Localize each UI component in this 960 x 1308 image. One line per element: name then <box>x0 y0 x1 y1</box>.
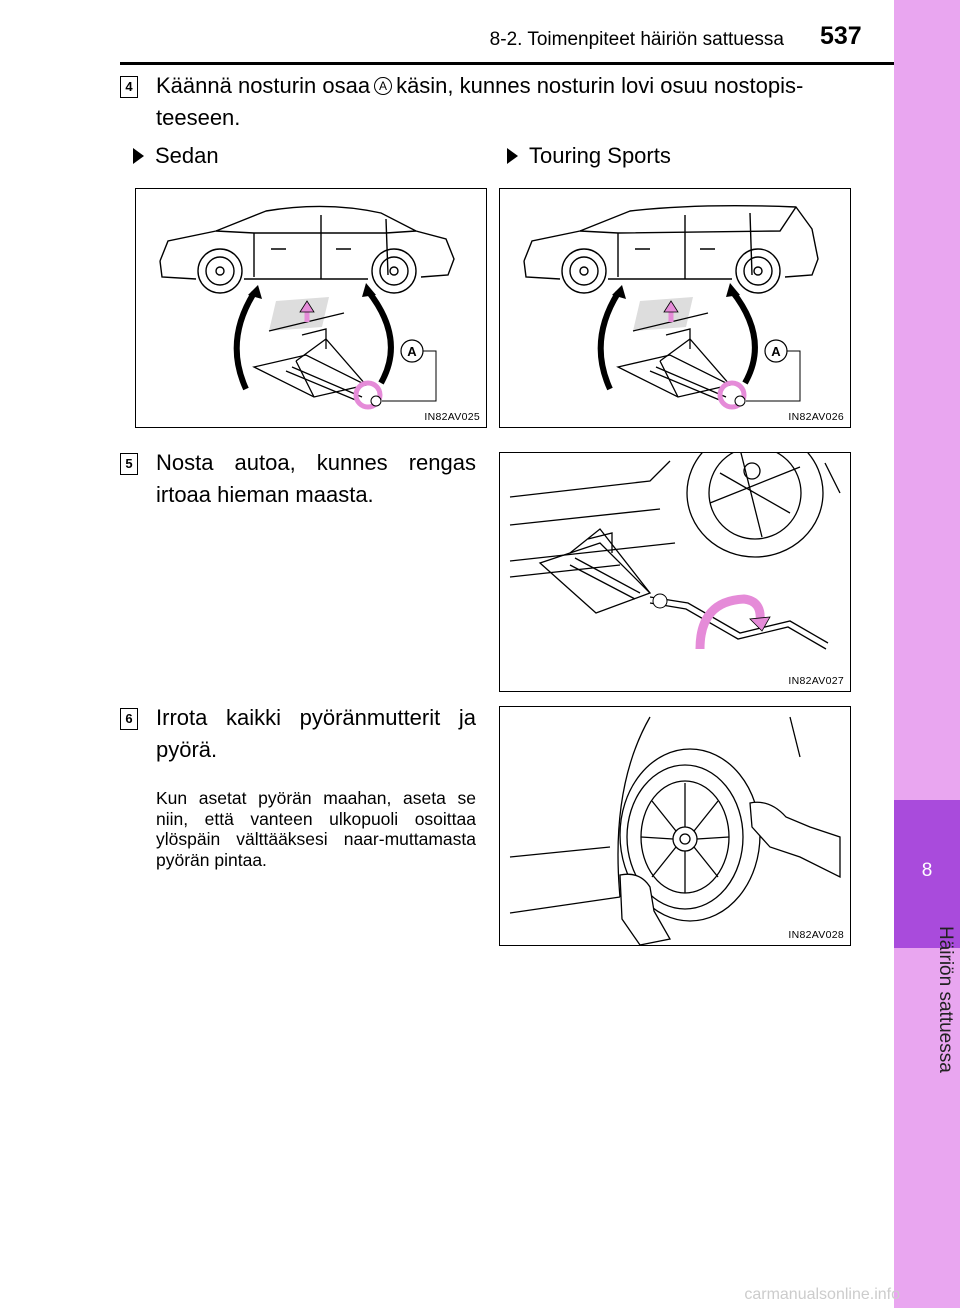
step-number-6: 6 <box>120 708 138 730</box>
figure-sedan-jack: A IN82AV025 <box>135 188 487 428</box>
step-number-4: 4 <box>120 76 138 98</box>
lift-car-illustration <box>509 453 841 650</box>
callout-a: A <box>771 344 781 359</box>
step-5-text: Nosta autoa, kunnes rengas irtoaa hieman… <box>156 450 476 507</box>
step-6-text: Irrota kaikki pyöränmutterit ja pyörä. <box>156 705 476 762</box>
section-title: 8-2. Toimenpiteet häiriön sattuessa <box>489 29 784 50</box>
chapter-title: Häiriön sattuessa <box>935 926 956 1073</box>
figure-code: IN82AV025 <box>424 411 480 423</box>
page-number: 537 <box>820 22 862 50</box>
chapter-sidebar <box>894 0 960 1308</box>
variant-sedan-label: Sedan <box>155 143 219 168</box>
remove-wheel-illustration <box>509 716 841 945</box>
header-rule <box>120 62 894 65</box>
triangle-bullet-icon <box>133 148 144 164</box>
touring-jack-illustration: A <box>523 204 819 410</box>
chapter-number-tab: 8 <box>894 800 960 948</box>
step-6-note: Kun asetat pyörän maahan, aseta se niin,… <box>156 788 476 870</box>
step-4-text-before: Käännä nosturin osaa <box>156 73 371 98</box>
triangle-bullet-icon <box>507 148 518 164</box>
sedan-jack-illustration: A <box>159 205 455 410</box>
figure-touring-jack: A IN82AV026 <box>499 188 851 428</box>
figure-code: IN82AV026 <box>788 411 844 423</box>
callout-a: A <box>407 344 417 359</box>
figure-code: IN82AV027 <box>788 675 844 687</box>
step-4-text-after: käsin, kunnes nosturin lovi osuu nostopi… <box>396 73 804 98</box>
chapter-number: 8 <box>921 860 933 881</box>
step-number-5: 5 <box>120 453 138 475</box>
watermark: carmanualsonline.info <box>744 1286 900 1303</box>
figure-remove-wheel: IN82AV028 <box>499 706 851 946</box>
variant-touring-label: Touring Sports <box>529 143 671 168</box>
step-4-text-line2: teeseen. <box>156 105 241 130</box>
figure-lift-car: IN82AV027 <box>499 452 851 692</box>
marker-a: A <box>374 77 393 95</box>
figure-code: IN82AV028 <box>788 929 844 941</box>
